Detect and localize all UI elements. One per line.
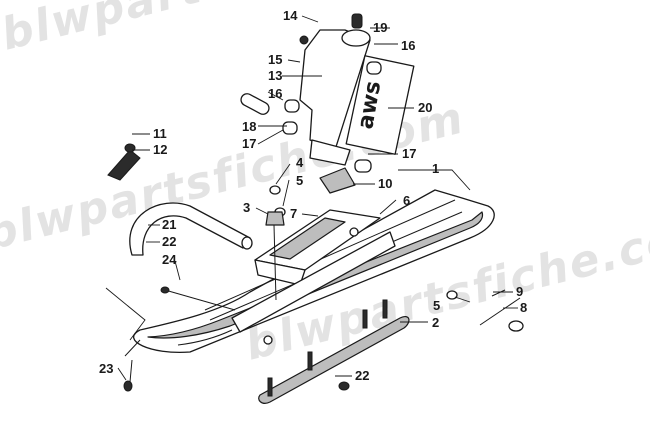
callout-17-left: 17 [242,136,256,151]
callouts: 14 19 16 15 13 16 20 18 17 17 11 12 4 1 … [99,8,527,383]
callout-2: 2 [432,315,439,330]
callout-3: 3 [243,200,250,215]
ski-loop-handle [129,202,253,256]
callout-15: 15 [268,52,282,67]
callout-5-bottom: 5 [433,298,440,313]
callout-22-bottom: 22 [355,368,369,383]
callout-7: 7 [290,206,297,221]
callout-16-top: 16 [401,38,415,53]
leader-lines [117,15,518,381]
callout-23: 23 [99,361,113,376]
callout-12: 12 [153,142,167,157]
callout-6: 6 [403,193,410,208]
callout-24: 24 [162,252,177,267]
callout-22-top: 22 [162,234,176,249]
callout-4: 4 [296,155,304,170]
callout-5-top: 5 [296,173,303,188]
callout-9: 9 [516,284,523,299]
callout-19: 19 [373,20,387,35]
callout-11: 11 [153,126,167,141]
callout-20: 20 [418,100,432,115]
ski-saddle [231,209,396,345]
callout-8: 8 [520,300,527,315]
hardware [105,35,524,392]
callout-21: 21 [162,217,176,232]
callout-17-right: 17 [402,146,416,161]
callout-10: 10 [378,176,392,191]
callout-16-mid: 16 [268,86,282,101]
callout-13: 13 [268,68,282,83]
spindle: aws [299,13,415,166]
callout-1: 1 [432,161,439,176]
callout-18: 18 [242,119,256,134]
wear-bar [258,299,410,404]
callout-14: 14 [283,8,298,23]
